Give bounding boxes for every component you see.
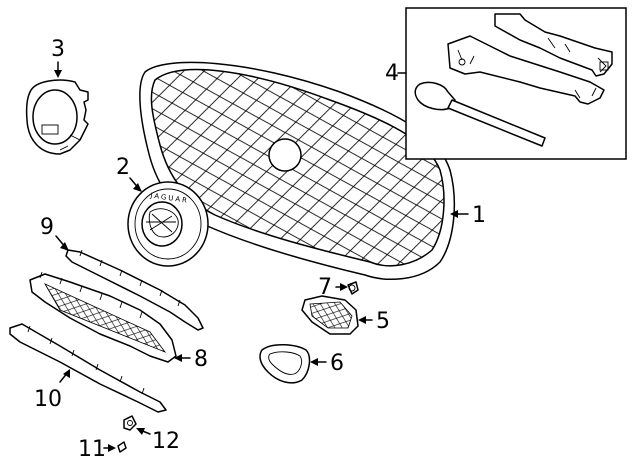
callout-12: 12 <box>152 429 180 454</box>
fog-lamp-bezel <box>259 344 311 384</box>
callout-10: 10 <box>34 387 62 412</box>
lower-moulding <box>9 323 167 413</box>
callout-2: 2 <box>116 155 130 180</box>
inset-box <box>405 7 627 160</box>
emblem-bracket <box>25 79 89 155</box>
callout-9: 9 <box>40 215 54 240</box>
retainer-nut <box>123 415 137 431</box>
callout-1: 1 <box>472 203 486 228</box>
callout-11: 11 <box>78 437 106 462</box>
callout-7: 7 <box>318 275 332 300</box>
callout-6: 6 <box>330 351 344 376</box>
emblem: JAGUAR <box>127 181 209 267</box>
callout-3: 3 <box>51 37 65 62</box>
callout-8: 8 <box>194 347 208 372</box>
installation-tool <box>414 81 546 147</box>
upper-moulding-strip <box>65 249 204 331</box>
clip <box>347 281 359 295</box>
callout-4: 4 <box>385 61 399 86</box>
camera-bracket-lower <box>447 35 605 105</box>
camera-bracket-upper <box>494 13 613 77</box>
callout-5: 5 <box>376 309 390 334</box>
fog-lamp-grille <box>301 295 359 335</box>
grille-badge-recess <box>268 138 302 172</box>
lower-grille <box>29 271 177 363</box>
screw <box>117 441 127 453</box>
